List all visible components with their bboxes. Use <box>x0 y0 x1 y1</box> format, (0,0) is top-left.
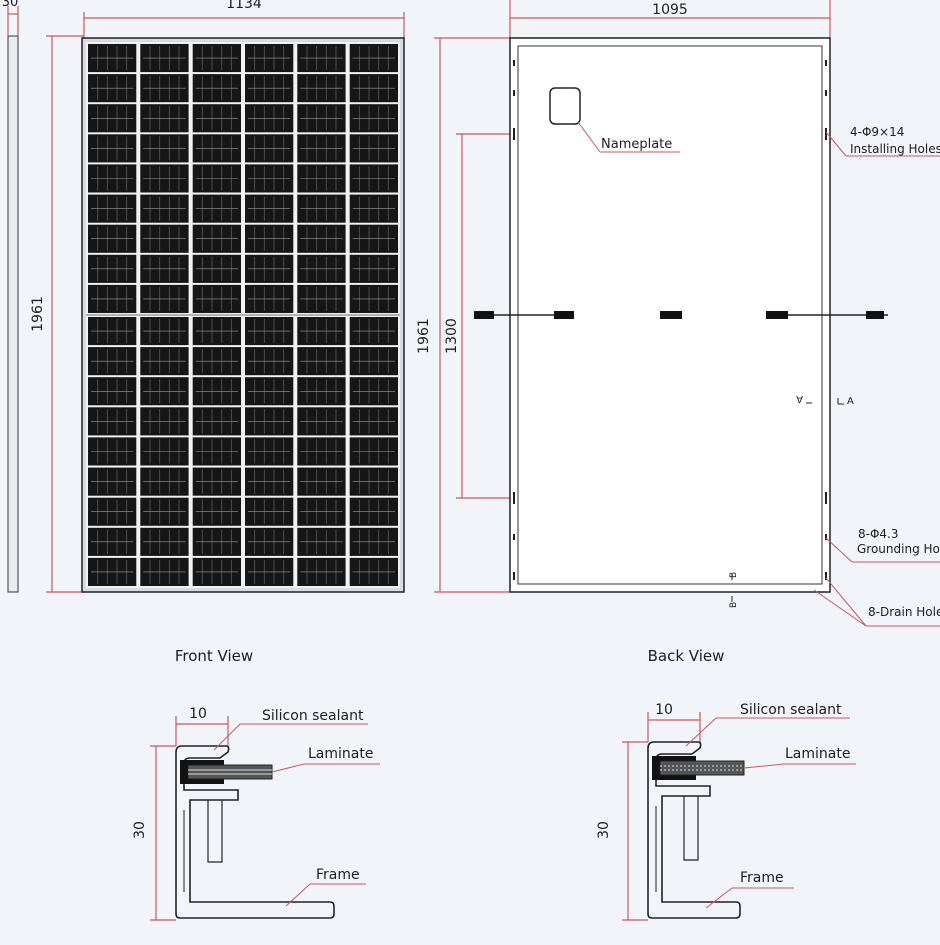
frame-profile <box>647 741 741 919</box>
section-mark-a: A A <box>796 393 854 407</box>
section-right-silicon-label: Silicon sealant <box>740 702 842 718</box>
back-view-caption: Back View <box>648 647 725 665</box>
laminate-edge <box>187 764 273 780</box>
laminate-edge <box>659 760 745 776</box>
section-left-frame-label: Frame <box>316 867 360 883</box>
connector-right <box>866 311 884 319</box>
installing-holes-label: Installing Holes <box>850 142 940 156</box>
grounding-holes-label: Grounding Holes <box>857 542 940 556</box>
section-right-width: 10 <box>655 702 673 718</box>
back-view: 1095 1961 1300 Nameplate <box>416 0 940 665</box>
section-right-frame-label: Frame <box>740 870 784 886</box>
section-right-height: 30 <box>596 821 612 839</box>
section-left-width: 10 <box>189 706 207 722</box>
section-mark-b: B B <box>729 572 739 608</box>
side-view: 30 1961 <box>2 0 84 593</box>
grounding-holes-spec: 8-Φ4.3 <box>858 527 899 541</box>
section-left-height: 30 <box>132 821 148 839</box>
nameplate-label: Nameplate <box>601 137 672 152</box>
drain-holes-label: 8-Drain Holes <box>868 605 940 619</box>
hole-spacing-label: 1300 <box>444 318 460 354</box>
svg-text:A: A <box>796 393 803 404</box>
junction-box-left <box>554 311 574 319</box>
back-height-label: 1961 <box>416 318 432 354</box>
connector-left <box>474 311 494 319</box>
nameplate-shape <box>549 87 581 125</box>
junction-box-cables <box>474 311 888 319</box>
svg-text:A: A <box>847 396 854 407</box>
frame-profile <box>175 745 335 919</box>
junction-box-right <box>766 311 788 319</box>
frame-web <box>683 796 699 861</box>
svg-text:B: B <box>729 602 739 608</box>
frame-section-left: 10 30 Silicon sealant Laminate Frame <box>132 706 380 921</box>
front-view: 1134 Front View <box>81 0 405 665</box>
section-left-laminate-label: Laminate <box>308 746 373 762</box>
thickness-label: 30 <box>2 0 19 10</box>
solar-cell-grid <box>88 44 398 586</box>
frame-web <box>207 800 223 863</box>
side-profile <box>7 35 19 593</box>
svg-text:B: B <box>729 572 739 578</box>
junction-box-center <box>660 311 682 319</box>
front-view-caption: Front View <box>175 647 253 665</box>
installing-holes-spec: 4-Φ9×14 <box>850 125 904 139</box>
side-height-label: 1961 <box>30 296 46 332</box>
front-width-label: 1134 <box>226 0 262 12</box>
section-right-laminate-label: Laminate <box>785 746 850 762</box>
frame-section-right: 10 30 Silicon sealant Laminate Frame <box>596 702 856 921</box>
section-left-silicon-label: Silicon sealant <box>262 708 364 724</box>
back-width-label: 1095 <box>652 2 688 18</box>
frame-hole-marks <box>513 60 827 580</box>
